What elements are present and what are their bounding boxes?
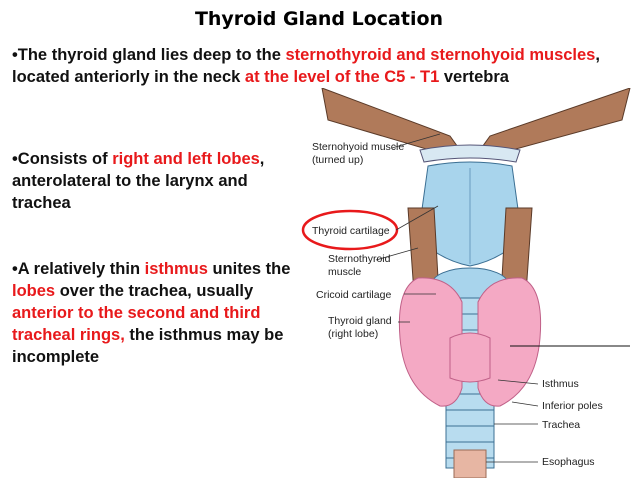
label-cricoid: Cricoid cartilage [316,289,391,301]
highlight-vertebra-level: at the level of the C5 - T1 [244,68,440,86]
text-span: , located anteriorly in the neck [12,46,600,86]
hyoid-bone [419,144,521,163]
text-span: the isthmus may be incomplete [12,326,284,366]
leader-line [497,379,539,385]
text-span: over the trachea, usually [55,282,254,300]
label-sternothyroid-sub: muscle [328,266,361,278]
paragraph-isthmus: •A relatively thin isthmus unites the lo… [12,258,302,368]
text-span: •Consists of [12,150,113,168]
text-span: •A relatively thin [12,260,145,278]
esophagus-shape [453,449,487,478]
text-span: unites the [207,260,291,278]
label-thyroid-cartilage: Thyroid cartilage [312,225,390,237]
highlight-lobes-2: lobes [12,282,56,300]
text-span: •The thyroid gland lies deep to the [12,46,286,64]
thyroid-anatomy-figure: Sternohyoid muscle (turned up) Thyroid c… [301,88,631,478]
slide-title: Thyroid Gland Location [194,8,444,30]
highlight-muscles: sternothyroid and sternohyoid muscles [285,46,596,64]
label-isthmus: Isthmus [542,378,579,390]
label-sternohyoid: Sternohyoid muscle [312,141,404,153]
text-span: , anterolateral to the larynx and trache… [12,150,265,212]
leader-line [375,247,419,261]
text-span: vertebra [439,68,509,86]
label-right-lobe: (right lobe) [328,328,378,340]
highlight-circle [301,209,399,251]
label-esophagus: Esophagus [542,456,595,468]
thyroid-lobe-right [398,277,463,407]
paragraph-location: •The thyroid gland lies deep to the ster… [12,44,622,88]
highlight-tracheal-rings: anterior to the second and third trachea… [12,304,261,344]
label-inferior-poles: Inferior poles [542,400,603,412]
thyroid-isthmus [449,332,491,383]
leader-line [391,133,441,149]
label-sternothyroid: Sternothyroid [328,253,391,265]
leader-line [511,401,539,407]
label-thyroid-gland: Thyroid gland [328,315,392,327]
paragraph-lobes: •Consists of right and left lobes, anter… [12,148,292,214]
label-sternohyoid-sub: (turned up) [312,154,363,166]
highlight-lobes: right and left lobes [112,150,260,168]
thyroid-lobe-left [477,277,542,407]
label-trachea: Trachea [542,419,580,431]
leader-line [395,205,439,231]
sternohyoid-muscle-right [479,88,631,157]
highlight-isthmus: isthmus [144,260,208,278]
